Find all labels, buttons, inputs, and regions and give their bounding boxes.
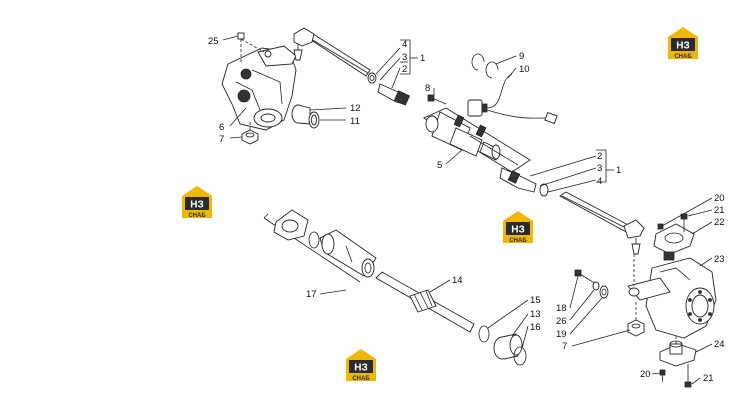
- bolt-20-lower: [659, 369, 666, 382]
- watermark-brand: СНАБ: [509, 238, 527, 244]
- callout-2-lower: 2: [597, 151, 602, 162]
- callout-1-upper: 1: [420, 53, 425, 64]
- watermark-brand: СНАБ: [188, 213, 206, 219]
- tie-rod-end-2-lower: [499, 167, 549, 197]
- seal-12: [291, 104, 311, 125]
- watermark-logo: НЗ СНАБ: [182, 186, 212, 219]
- callout-17: 17: [306, 289, 317, 300]
- flange-plate: [273, 209, 309, 241]
- callout-13: 13: [530, 309, 541, 320]
- bearing-13: [493, 333, 523, 360]
- bolt-25: [237, 32, 245, 40]
- callout-16: 16: [530, 322, 541, 333]
- callout-3-upper: 3: [402, 52, 407, 63]
- callout-18: 18: [556, 303, 567, 314]
- callout-12: 12: [350, 103, 361, 114]
- callout-labels: 25 6 7 4 3 1 2 8 12 11 9 10 5 2 3 1 4 14…: [208, 36, 725, 384]
- callout-9: 9: [519, 51, 524, 62]
- watermark-brand: СНАБ: [674, 54, 692, 60]
- drive-shaft-14: [375, 271, 475, 333]
- ring-19: [599, 285, 609, 299]
- callout-24: 24: [714, 339, 725, 350]
- ring-15: [478, 325, 490, 343]
- o-ring: [308, 231, 320, 249]
- callout-14: 14: [452, 275, 463, 286]
- bolt-8: [427, 94, 447, 105]
- watermark-logo: НЗ СНАБ: [668, 27, 698, 60]
- callout-8: 8: [425, 83, 430, 94]
- callout-25: 25: [208, 36, 219, 47]
- callout-2-upper: 2: [402, 64, 407, 75]
- callout-19: 19: [556, 329, 567, 340]
- callout-21-upper: 21: [714, 205, 725, 216]
- callout-7-left: 7: [219, 134, 224, 145]
- watermark-monogram: НЗ: [676, 41, 690, 52]
- plate-24: [659, 340, 697, 367]
- callout-20-upper: 20: [714, 193, 725, 204]
- callout-7-right: 7: [562, 341, 567, 352]
- callout-4-lower: 4: [597, 176, 602, 187]
- watermark-brand: СНАБ: [352, 376, 370, 382]
- callout-10: 10: [519, 64, 530, 75]
- watermark-monogram: НЗ: [511, 225, 525, 236]
- sensor-10: [467, 73, 558, 125]
- nut-7-right: [627, 319, 645, 337]
- ring-16: [513, 346, 527, 366]
- tie-rod-end-2-upper: [377, 83, 411, 106]
- callout-21-lower: 21: [703, 373, 714, 384]
- callout-26: 26: [556, 316, 567, 327]
- callout-15: 15: [530, 295, 541, 306]
- upper-tie-rod: [293, 27, 377, 84]
- callout-22: 22: [714, 217, 725, 228]
- right-steering-knuckle-23: [627, 251, 717, 339]
- snap-rings-9: [471, 53, 499, 79]
- callout-6: 6: [219, 122, 224, 133]
- callout-1-lower: 1: [616, 165, 621, 176]
- callout-11: 11: [350, 116, 360, 127]
- watermark-logo: НЗ СНАБ: [346, 349, 376, 382]
- left-steering-knuckle: [221, 45, 297, 131]
- axle-housing-5: [423, 107, 531, 173]
- watermark-logo: НЗ СНАБ: [503, 211, 533, 244]
- callout-20-lower: 20: [640, 369, 651, 380]
- callout-3-lower: 3: [597, 163, 602, 174]
- lower-tie-rod: [559, 191, 645, 255]
- callout-4-upper: 4: [402, 39, 407, 50]
- leader-lines: [222, 35, 713, 385]
- ring-11: [308, 111, 320, 129]
- watermark-monogram: НЗ: [354, 363, 368, 374]
- watermark-monogram: НЗ: [190, 200, 204, 211]
- washer-26: [592, 281, 600, 291]
- nut-7-left: [241, 129, 259, 145]
- callout-5: 5: [437, 160, 442, 171]
- callout-23: 23: [714, 254, 725, 265]
- bolt-21-lower: [684, 364, 692, 388]
- sleeve: [319, 229, 377, 278]
- bolt-20-upper: [657, 223, 664, 230]
